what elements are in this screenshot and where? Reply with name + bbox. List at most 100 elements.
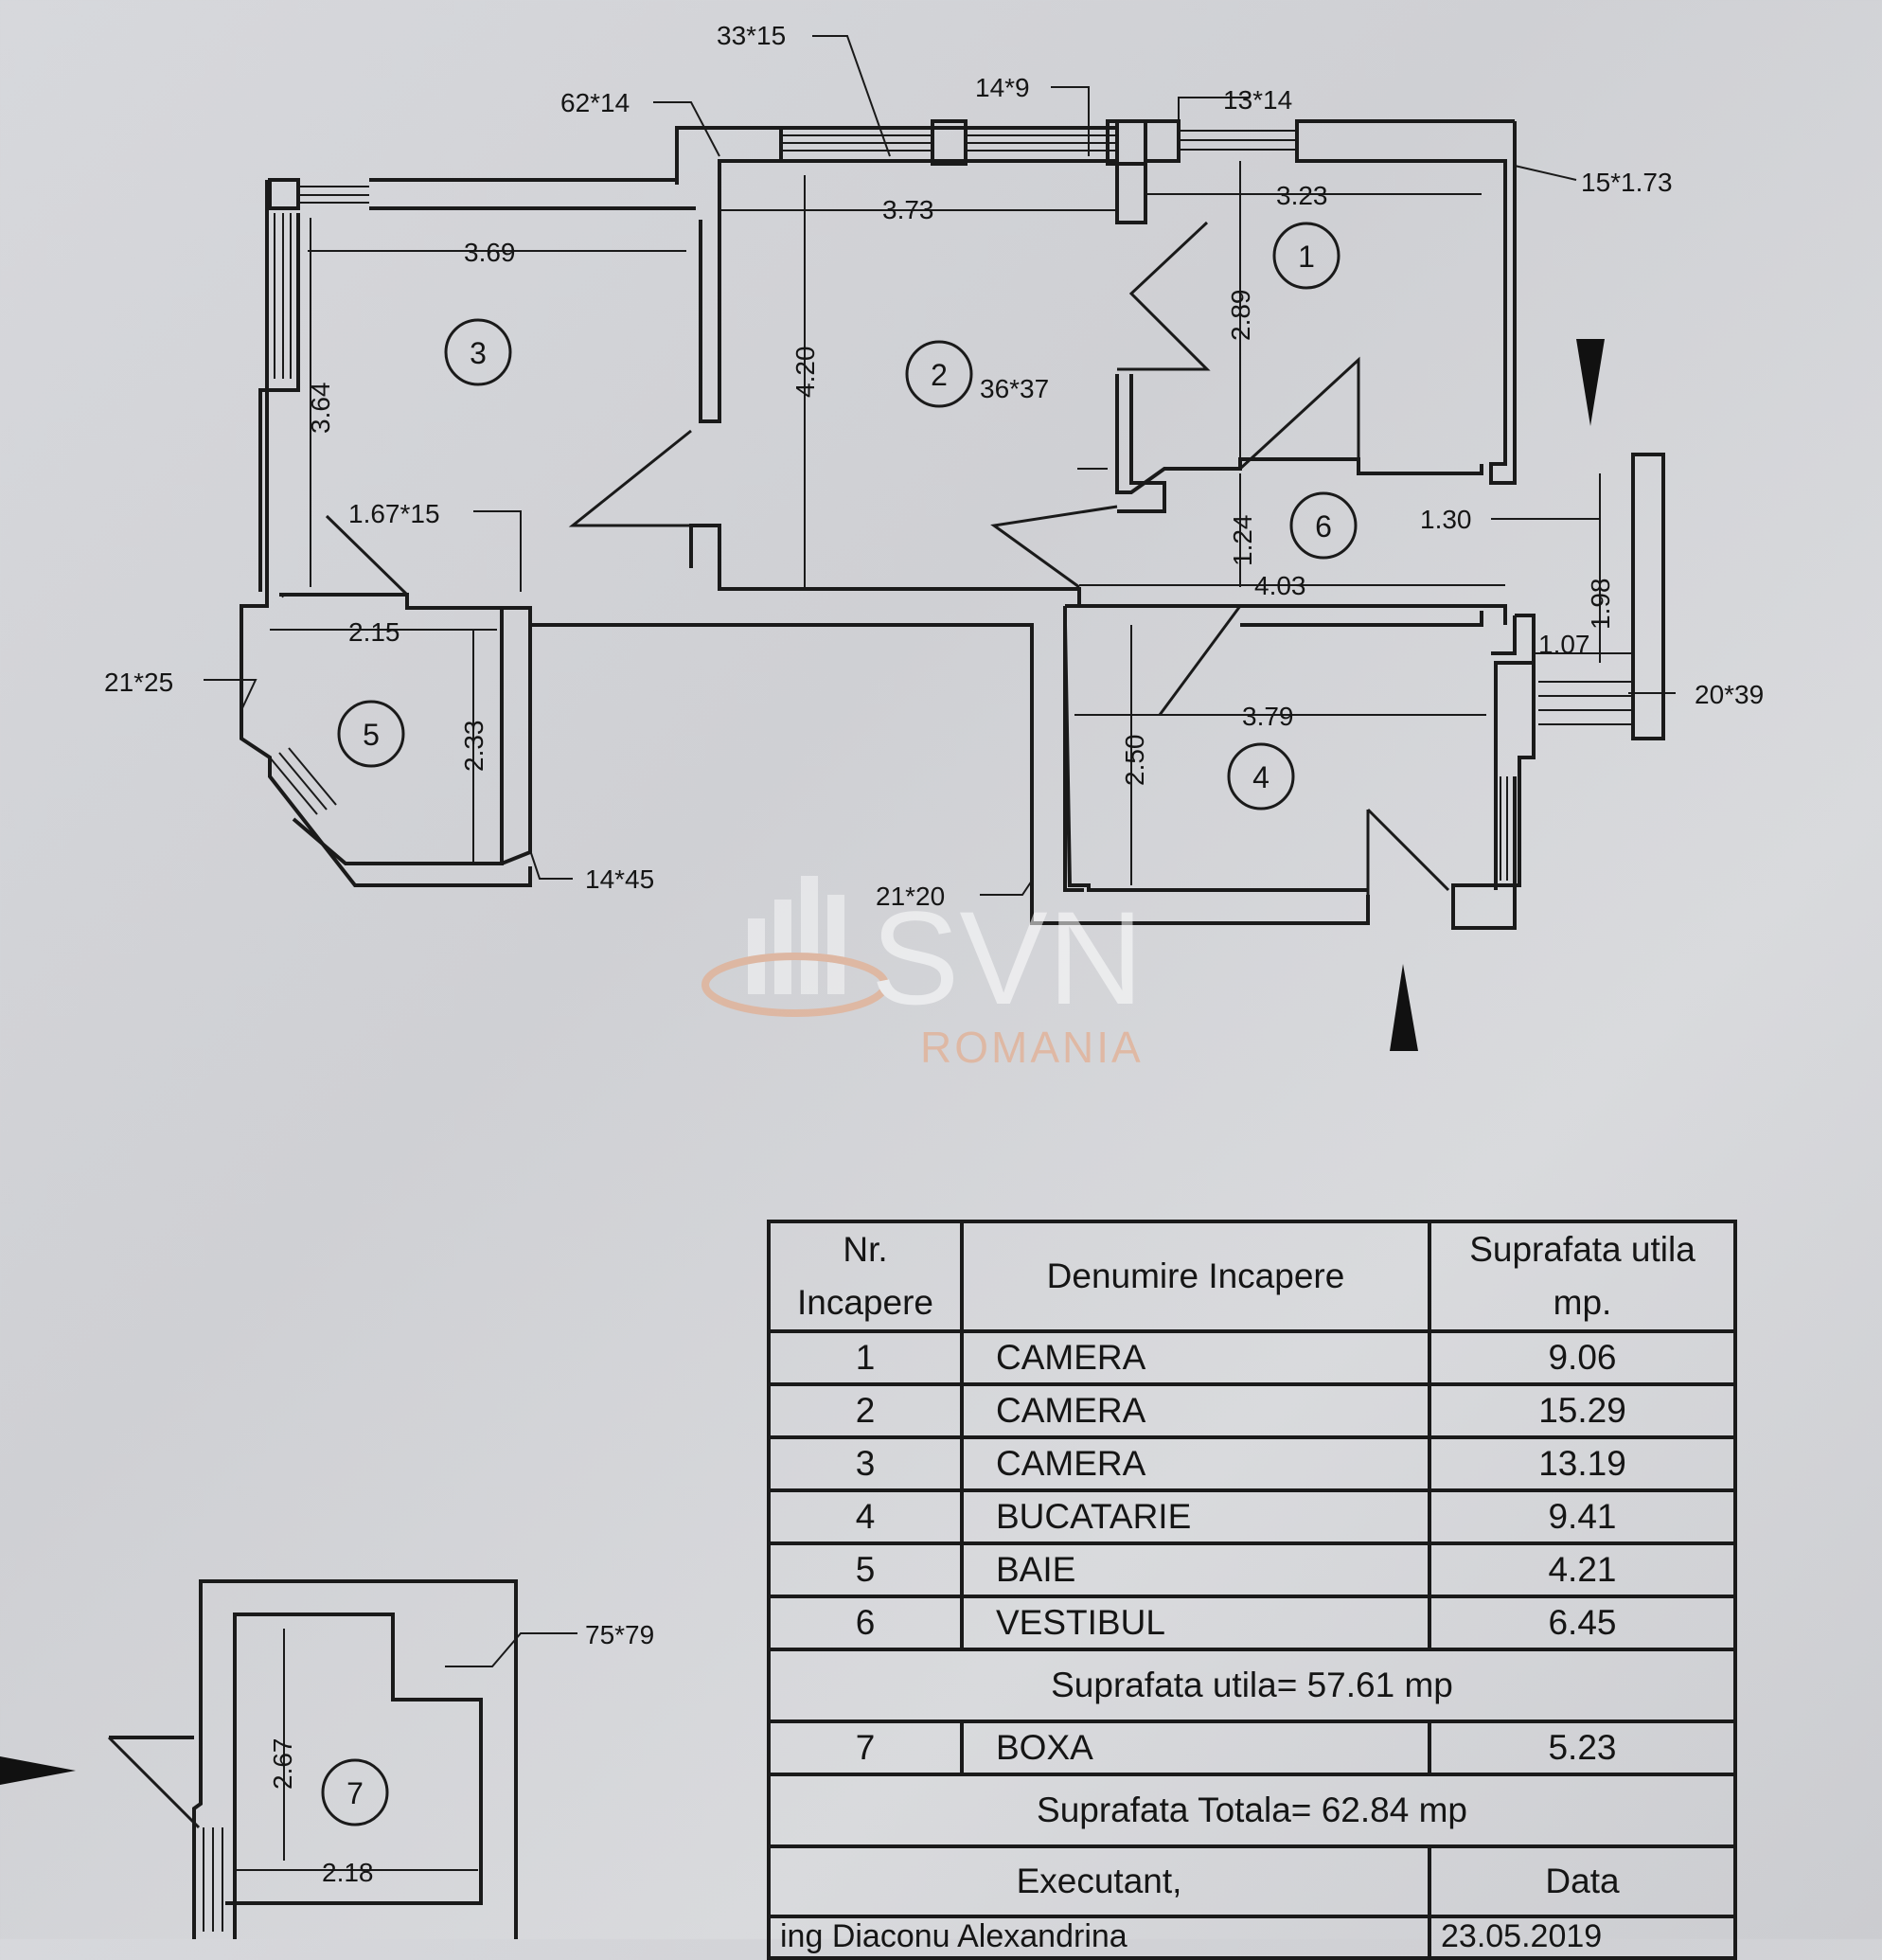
dim-label: 1.07 — [1538, 630, 1590, 659]
dim-label: 20*39 — [1695, 680, 1764, 709]
dim-label: 2.33 — [459, 721, 488, 773]
date-label: Data — [1428, 1844, 1737, 1918]
row-nr: 2 — [767, 1382, 964, 1439]
dim-label: 1.67*15 — [348, 499, 440, 528]
arrow-right-icon — [0, 1756, 76, 1785]
room-number-7: 7 — [346, 1776, 364, 1810]
table-row: 1 CAMERA 9.06 — [767, 1329, 1737, 1386]
dim-label: 1.24 — [1228, 515, 1257, 567]
arrow-down-icon — [1576, 339, 1605, 426]
room-number-2: 2 — [931, 358, 948, 392]
executant-name: ing Diaconu Alexandrina — [767, 1915, 1431, 1960]
table-row: 5 BAIE 4.21 — [767, 1541, 1737, 1598]
room-numbers: 1 2 3 4 5 6 7 — [346, 240, 1332, 1810]
row-name: VESTIBUL — [960, 1595, 1431, 1651]
row-area: 6.45 — [1428, 1595, 1737, 1651]
header-name: Denumire Incapere — [960, 1220, 1431, 1333]
table-row: 2 CAMERA 15.29 — [767, 1382, 1737, 1439]
dim-label: 62*14 — [560, 88, 630, 117]
dim-label: 3.64 — [306, 383, 335, 435]
date-value: 23.05.2019 — [1428, 1915, 1737, 1960]
dim-label: 3.73 — [882, 195, 934, 224]
table-row: 6 VESTIBUL 6.45 — [767, 1595, 1737, 1651]
arrow-up-icon — [1390, 964, 1418, 1051]
dim-label: 1.98 — [1586, 579, 1615, 631]
svn-watermark: SVN ROMANIA — [701, 876, 1144, 1072]
grand-total: Suprafata Totala= 62.84 mp — [767, 1773, 1737, 1848]
dim-label: 14*9 — [975, 73, 1030, 102]
dim-label: 2.89 — [1226, 290, 1255, 342]
room-number-6: 6 — [1315, 509, 1332, 543]
room-marker-3 — [444, 318, 512, 386]
room-markers — [321, 222, 1358, 1826]
room-number-3: 3 — [470, 336, 487, 370]
row-area: 13.19 — [1428, 1435, 1737, 1492]
room-number-1: 1 — [1298, 240, 1315, 274]
row-name: BUCATARIE — [960, 1488, 1431, 1545]
row-name: CAMERA — [960, 1329, 1431, 1386]
grand-total-row: Suprafata Totala= 62.84 mp — [767, 1773, 1737, 1848]
dim-label: 75*79 — [585, 1620, 654, 1649]
table-row: 7 BOXA 5.23 — [767, 1719, 1737, 1776]
dim-label: 21*20 — [876, 882, 945, 911]
dim-label: 4.03 — [1254, 571, 1306, 600]
row-name: BAIE — [960, 1541, 1431, 1598]
room-marker-7 — [321, 1758, 389, 1826]
storage-room — [109, 1579, 518, 1939]
row-nr: 7 — [767, 1719, 964, 1776]
row-nr: 4 — [767, 1488, 964, 1545]
row-name: CAMERA — [960, 1435, 1431, 1492]
row-area: 15.29 — [1428, 1382, 1737, 1439]
leader-lines — [204, 35, 1676, 1667]
dim-label: 3.23 — [1276, 181, 1328, 210]
direction-arrows — [0, 339, 1605, 1785]
table-row: 4 BUCATARIE 9.41 — [767, 1488, 1737, 1545]
dimension-lines — [237, 161, 1633, 1871]
dim-label: 14*45 — [585, 864, 654, 894]
room-marker-6 — [1289, 491, 1358, 560]
executant-label: Executant, — [767, 1844, 1431, 1918]
row-area: 4.21 — [1428, 1541, 1737, 1598]
dim-label: 33*15 — [717, 21, 786, 50]
room-marker-5 — [337, 700, 405, 768]
row-area: 9.41 — [1428, 1488, 1737, 1545]
dim-label: 2.18 — [322, 1858, 374, 1887]
table-row: 3 CAMERA 13.19 — [767, 1435, 1737, 1492]
row-name: BOXA — [960, 1719, 1431, 1776]
room-area-table: Nr. Incapere Denumire Incapere Suprafata… — [767, 1220, 1737, 1960]
header-nr: Nr. Incapere — [767, 1220, 964, 1333]
watermark-sub: ROMANIA — [920, 1023, 1144, 1072]
dim-label: 2.67 — [268, 1738, 297, 1791]
dim-label: 13*14 — [1223, 85, 1292, 115]
walls — [240, 119, 1665, 930]
row-nr: 3 — [767, 1435, 964, 1492]
dim-label: 1.30 — [1420, 505, 1472, 534]
room-marker-1 — [1272, 222, 1340, 290]
dim-label: 2.50 — [1120, 735, 1149, 787]
useful-total-row: Suprafata utila= 57.61 mp — [767, 1648, 1737, 1723]
dimension-labels: 33*15 62*14 14*9 13*14 15*1.73 3.73 3.23… — [104, 21, 1764, 1887]
dim-label: 3.79 — [1242, 702, 1294, 731]
table-header-row: Nr. Incapere Denumire Incapere Suprafata… — [767, 1220, 1737, 1333]
row-nr: 5 — [767, 1541, 964, 1598]
window-hatching — [203, 119, 1633, 1932]
svn-logo-icon — [748, 876, 844, 994]
row-nr: 6 — [767, 1595, 964, 1651]
room-number-5: 5 — [363, 718, 380, 752]
signature-row: ing Diaconu Alexandrina 23.05.2019 — [767, 1915, 1737, 1960]
row-nr: 1 — [767, 1329, 964, 1386]
svn-logo-ring — [701, 953, 889, 1017]
header-area: Suprafata utila mp. — [1428, 1220, 1737, 1333]
useful-total: Suprafata utila= 57.61 mp — [767, 1648, 1737, 1723]
dim-label: 15*1.73 — [1581, 168, 1673, 197]
row-area: 9.06 — [1428, 1329, 1737, 1386]
dim-label: 21*25 — [104, 668, 173, 697]
executant-row: Executant, Data — [767, 1844, 1737, 1918]
row-name: CAMERA — [960, 1382, 1431, 1439]
row-area: 5.23 — [1428, 1719, 1737, 1776]
dim-label: 2.15 — [348, 617, 400, 647]
dim-label: 4.20 — [790, 347, 820, 399]
door-swings — [107, 221, 1450, 1829]
room-marker-4 — [1227, 742, 1295, 811]
